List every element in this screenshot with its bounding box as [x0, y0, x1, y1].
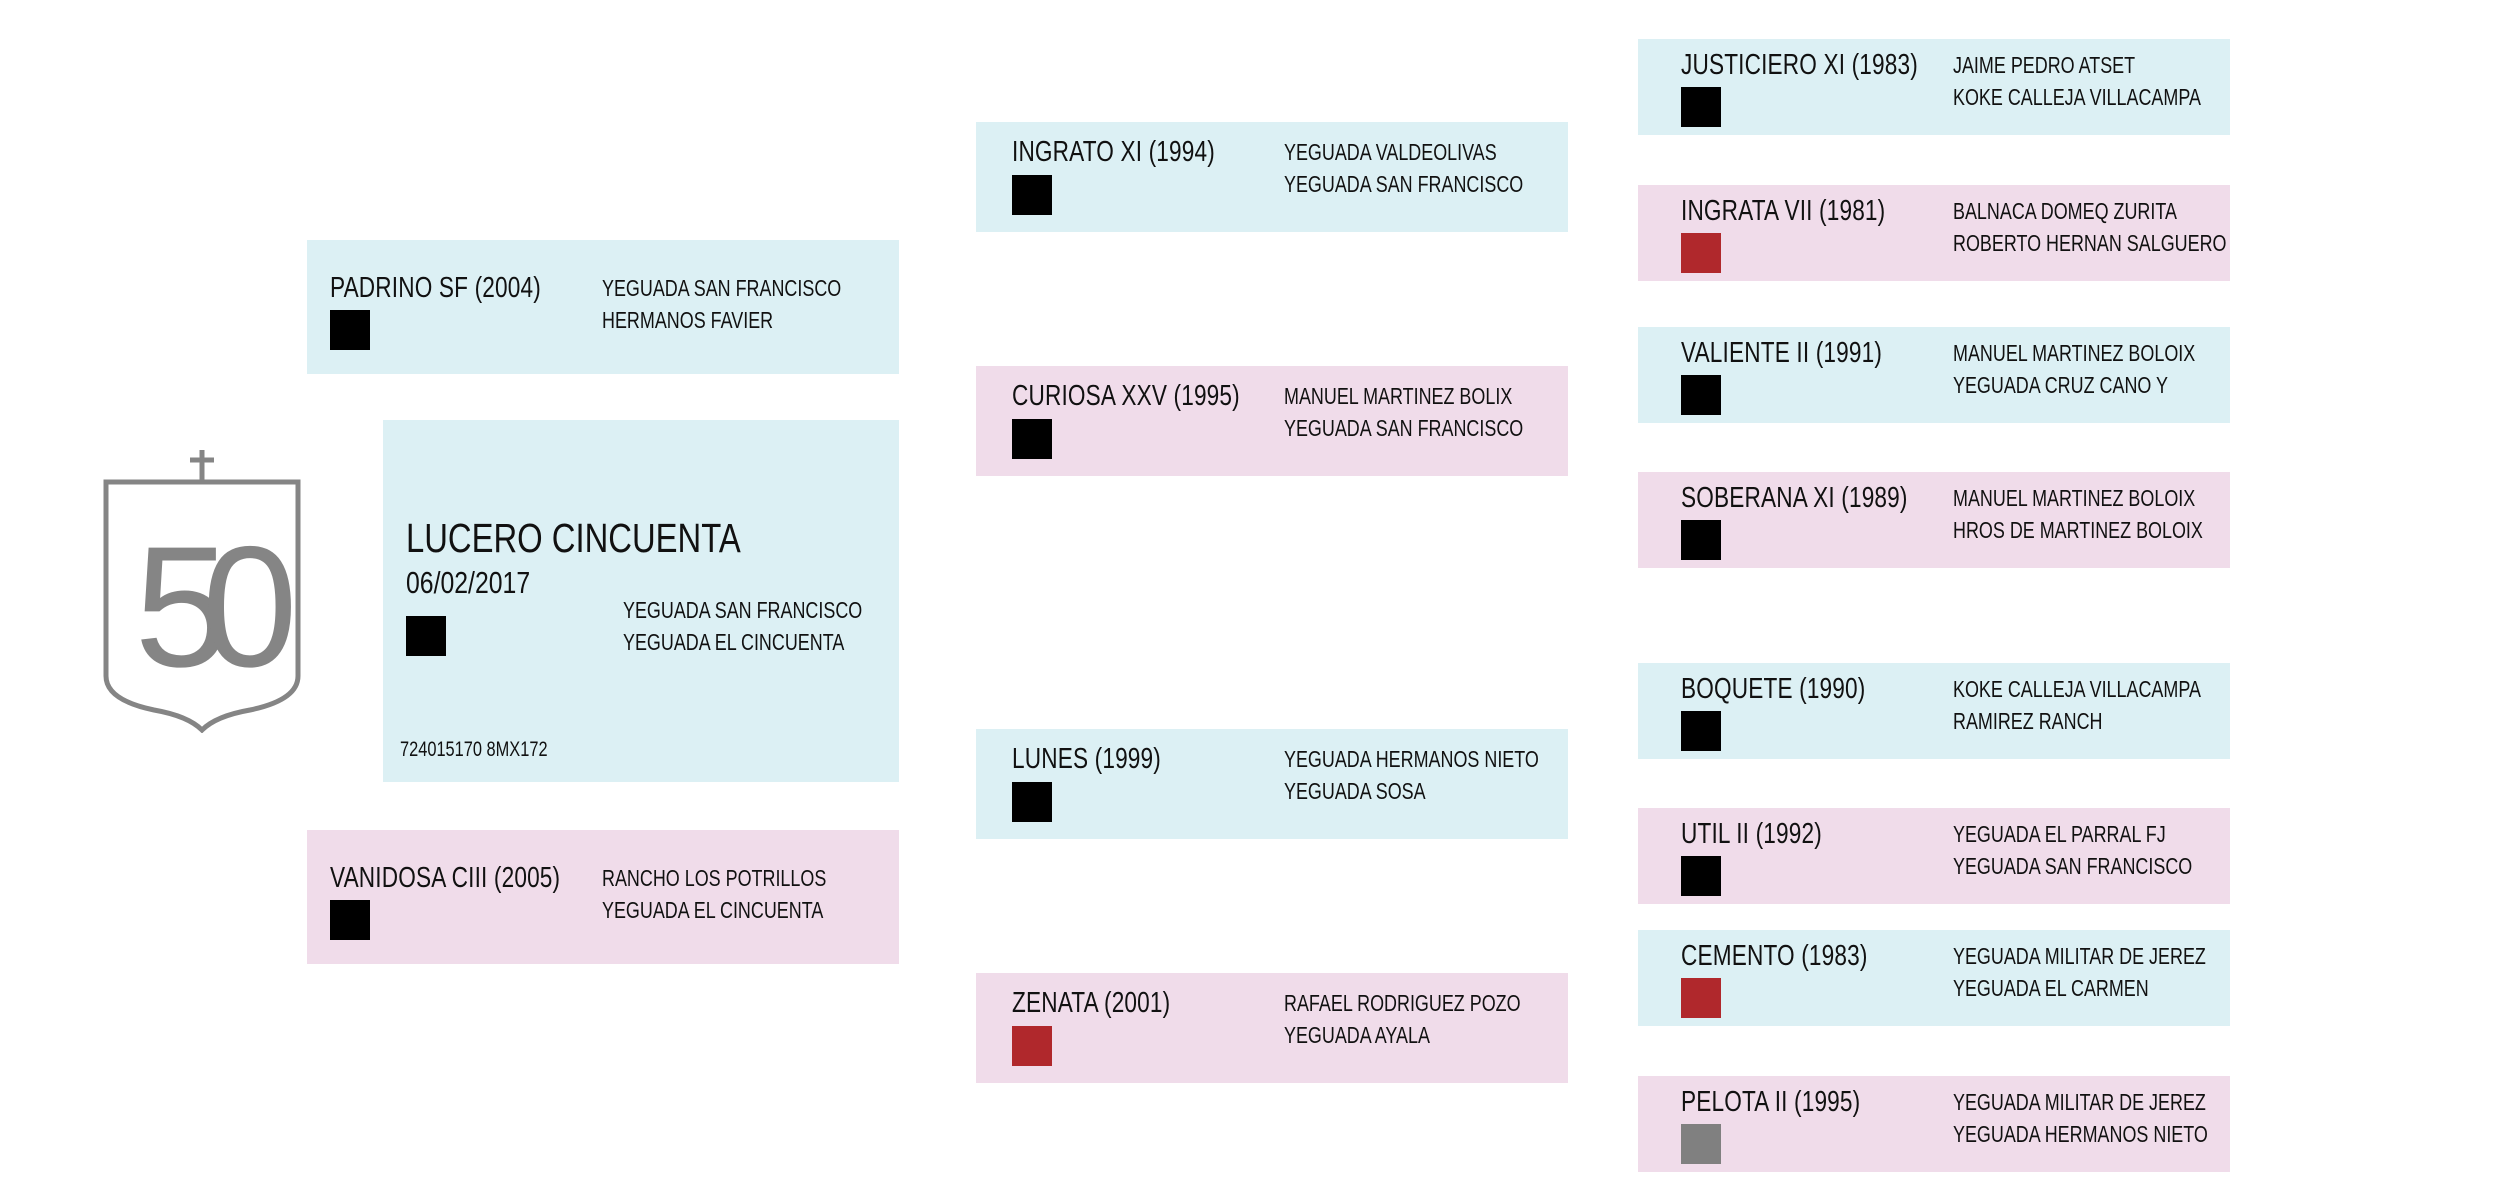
- grandparent-name: CURIOSA XXV (1995): [1012, 380, 1240, 412]
- great-grandparent-name: BOQUETE (1990): [1681, 673, 1866, 705]
- great-grandparent-coat-swatch: [1681, 856, 1721, 896]
- great-grandparent-breeder: YEGUADA MILITAR DE JEREZ: [1953, 1089, 2206, 1115]
- grandparent-coat-swatch: [1012, 1026, 1052, 1066]
- great-grandparent-coat-swatch: [1681, 520, 1721, 560]
- grandparent-name: ZENATA (2001): [1012, 987, 1171, 1019]
- subject-name: LUCERO CINCUENTA: [406, 515, 741, 561]
- great-grandparent-breeder: MANUEL MARTINEZ BOLOIX: [1953, 485, 2196, 511]
- subject-breeder: YEGUADA SAN FRANCISCO: [623, 597, 863, 623]
- great-grandparent-name: VALIENTE II (1991): [1681, 337, 1883, 369]
- great-grandparent-coat-swatch: [1681, 375, 1721, 415]
- great-grandparent-breeder: BALNACA DOMEQ ZURITA: [1953, 198, 2177, 224]
- sire-card: PADRINO SF (2004) YEGUADA SAN FRANCISCO …: [307, 240, 899, 374]
- great-grandparent-coat-swatch: [1681, 1124, 1721, 1164]
- great-grandparent-owners: JAIME PEDRO ATSET KOKE CALLEJA VILLACAMP…: [1953, 49, 2201, 113]
- grandparent-name: LUNES (1999): [1012, 743, 1161, 775]
- subject-date: 06/02/2017: [406, 565, 531, 600]
- great-grandparent-owner: HROS DE MARTINEZ BOLOIX: [1953, 517, 2203, 543]
- great-grandparent-coat-swatch: [1681, 233, 1721, 273]
- great-grandparent-owner: YEGUADA HERMANOS NIETO: [1953, 1121, 2208, 1147]
- great-grandparent-card: UTIL II (1992) YEGUADA EL PARRAL FJ YEGU…: [1638, 808, 2230, 904]
- great-grandparent-name: CEMENTO (1983): [1681, 940, 1868, 972]
- grandparent-coat-swatch: [1012, 175, 1052, 215]
- grandparent-owners: RAFAEL RODRIGUEZ POZO YEGUADA AYALA: [1284, 987, 1521, 1051]
- subject-owner: YEGUADA EL CINCUENTA: [623, 629, 845, 655]
- subject-owners: YEGUADA SAN FRANCISCO YEGUADA EL CINCUEN…: [623, 594, 862, 658]
- great-grandparent-owner: ROBERTO HERNAN SALGUERO: [1953, 230, 2227, 256]
- great-grandparent-owner: KOKE CALLEJA VILLACAMPA: [1953, 84, 2201, 110]
- great-grandparent-breeder: MANUEL MARTINEZ BOLOIX: [1953, 340, 2196, 366]
- great-grandparent-name: PELOTA II (1995): [1681, 1086, 1861, 1118]
- great-grandparent-card: JUSTICIERO XI (1983) JAIME PEDRO ATSET K…: [1638, 39, 2230, 135]
- crest-logo: 50: [103, 450, 305, 733]
- grandparent-breeder: MANUEL MARTINEZ BOLIX: [1284, 383, 1513, 409]
- great-grandparent-owner: YEGUADA EL CARMEN: [1953, 975, 2149, 1001]
- great-grandparent-name: JUSTICIERO XI (1983): [1681, 49, 1918, 81]
- grandparent-name: INGRATO XI (1994): [1012, 136, 1215, 168]
- grandparent-card: ZENATA (2001) RAFAEL RODRIGUEZ POZO YEGU…: [976, 973, 1568, 1083]
- great-grandparent-name: SOBERANA XI (1989): [1681, 482, 1908, 514]
- grandparent-owners: YEGUADA HERMANOS NIETO YEGUADA SOSA: [1284, 743, 1539, 807]
- great-grandparent-name: UTIL II (1992): [1681, 818, 1822, 850]
- great-grandparent-card: BOQUETE (1990) KOKE CALLEJA VILLACAMPA R…: [1638, 663, 2230, 759]
- great-grandparent-card: VALIENTE II (1991) MANUEL MARTINEZ BOLOI…: [1638, 327, 2230, 423]
- great-grandparent-owner: RAMIREZ RANCH: [1953, 708, 2103, 734]
- grandparent-owner: YEGUADA AYALA: [1284, 1022, 1430, 1048]
- great-grandparent-owners: YEGUADA EL PARRAL FJ YEGUADA SAN FRANCIS…: [1953, 818, 2192, 882]
- grandparent-owners: YEGUADA VALDEOLIVAS YEGUADA SAN FRANCISC…: [1284, 136, 1523, 200]
- grandparent-owner: YEGUADA SAN FRANCISCO: [1284, 415, 1524, 441]
- sire-owner: HERMANOS FAVIER: [602, 307, 774, 333]
- crest-number: 50: [134, 511, 291, 703]
- great-grandparent-owners: MANUEL MARTINEZ BOLOIX YEGUADA CRUZ CANO…: [1953, 337, 2195, 401]
- great-grandparent-owners: MANUEL MARTINEZ BOLOIX HROS DE MARTINEZ …: [1953, 482, 2203, 546]
- sire-coat-swatch: [330, 310, 370, 350]
- grandparent-breeder: YEGUADA HERMANOS NIETO: [1284, 746, 1539, 772]
- great-grandparent-card: CEMENTO (1983) YEGUADA MILITAR DE JEREZ …: [1638, 930, 2230, 1026]
- grandparent-owner: YEGUADA SOSA: [1284, 778, 1426, 804]
- great-grandparent-coat-swatch: [1681, 978, 1721, 1018]
- grandparent-card: LUNES (1999) YEGUADA HERMANOS NIETO YEGU…: [976, 729, 1568, 839]
- great-grandparent-owners: YEGUADA MILITAR DE JEREZ YEGUADA HERMANO…: [1953, 1086, 2208, 1150]
- grandparent-owner: YEGUADA SAN FRANCISCO: [1284, 171, 1524, 197]
- great-grandparent-breeder: JAIME PEDRO ATSET: [1953, 52, 2136, 78]
- great-grandparent-breeder: YEGUADA MILITAR DE JEREZ: [1953, 943, 2206, 969]
- dam-breeder: RANCHO LOS POTRILLOS: [602, 865, 827, 891]
- great-grandparent-owners: KOKE CALLEJA VILLACAMPA RAMIREZ RANCH: [1953, 673, 2201, 737]
- subject-chip: 724015170 8MX172: [400, 738, 548, 761]
- dam-coat-swatch: [330, 900, 370, 940]
- grandparent-breeder: YEGUADA VALDEOLIVAS: [1284, 139, 1497, 165]
- sire-name: PADRINO SF (2004): [330, 272, 541, 304]
- dam-owners: RANCHO LOS POTRILLOS YEGUADA EL CINCUENT…: [602, 862, 826, 926]
- great-grandparent-card: PELOTA II (1995) YEGUADA MILITAR DE JERE…: [1638, 1076, 2230, 1172]
- dam-owner: YEGUADA EL CINCUENTA: [602, 897, 824, 923]
- grandparent-breeder: RAFAEL RODRIGUEZ POZO: [1284, 990, 1521, 1016]
- dam-name: VANIDOSA CIII (2005): [330, 862, 561, 894]
- grandparent-coat-swatch: [1012, 782, 1052, 822]
- great-grandparent-name: INGRATA VII (1981): [1681, 195, 1886, 227]
- great-grandparent-breeder: YEGUADA EL PARRAL FJ: [1953, 821, 2166, 847]
- grandparent-owners: MANUEL MARTINEZ BOLIX YEGUADA SAN FRANCI…: [1284, 380, 1523, 444]
- grandparent-card: INGRATO XI (1994) YEGUADA VALDEOLIVAS YE…: [976, 122, 1568, 232]
- subject-coat-swatch: [406, 616, 446, 656]
- great-grandparent-owners: BALNACA DOMEQ ZURITA ROBERTO HERNAN SALG…: [1953, 195, 2226, 259]
- great-grandparent-owners: YEGUADA MILITAR DE JEREZ YEGUADA EL CARM…: [1953, 940, 2206, 1004]
- sire-breeder: YEGUADA SAN FRANCISCO: [602, 275, 842, 301]
- subject-card: LUCERO CINCUENTA 06/02/2017 YEGUADA SAN …: [383, 420, 899, 782]
- grandparent-card: CURIOSA XXV (1995) MANUEL MARTINEZ BOLIX…: [976, 366, 1568, 476]
- grandparent-coat-swatch: [1012, 419, 1052, 459]
- great-grandparent-card: SOBERANA XI (1989) MANUEL MARTINEZ BOLOI…: [1638, 472, 2230, 568]
- sire-owners: YEGUADA SAN FRANCISCO HERMANOS FAVIER: [602, 272, 841, 336]
- great-grandparent-card: INGRATA VII (1981) BALNACA DOMEQ ZURITA …: [1638, 185, 2230, 281]
- great-grandparent-breeder: KOKE CALLEJA VILLACAMPA: [1953, 676, 2201, 702]
- dam-card: VANIDOSA CIII (2005) RANCHO LOS POTRILLO…: [307, 830, 899, 964]
- great-grandparent-owner: YEGUADA SAN FRANCISCO: [1953, 853, 2193, 879]
- great-grandparent-coat-swatch: [1681, 711, 1721, 751]
- great-grandparent-owner: YEGUADA CRUZ CANO Y: [1953, 372, 2168, 398]
- great-grandparent-coat-swatch: [1681, 87, 1721, 127]
